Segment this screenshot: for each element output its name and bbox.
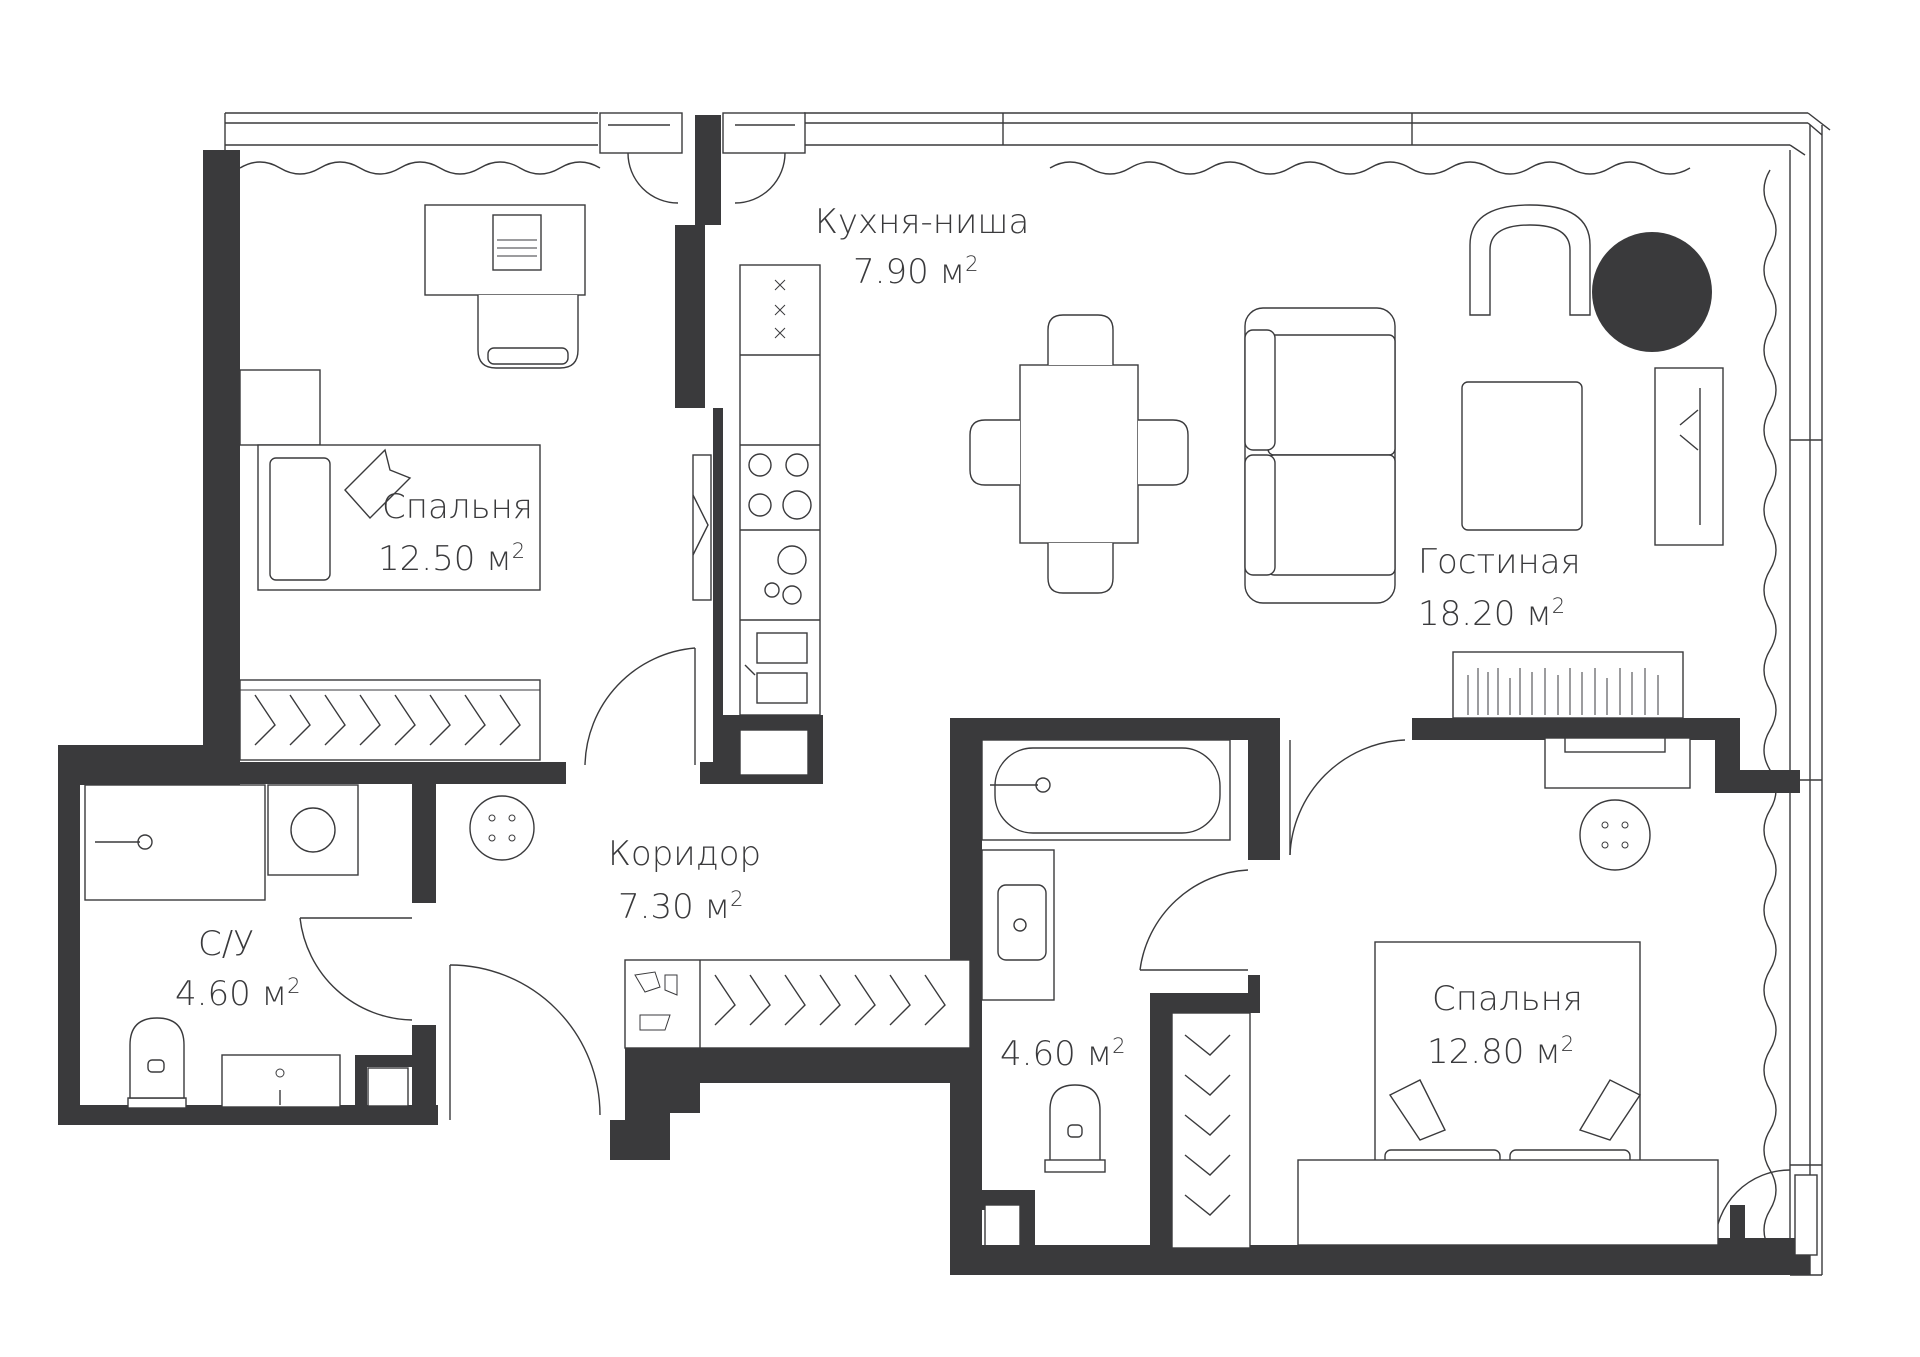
dining-table-icon: [969, 314, 1189, 594]
room-name: Спальня: [382, 487, 533, 527]
bathtub-icon: [981, 739, 1231, 841]
shelf-icon: [239, 369, 321, 446]
curtain-icon: [239, 161, 1777, 1251]
toilet-icon: [127, 1017, 187, 1109]
room-area: 7.30 м: [618, 887, 730, 927]
room-label-corridor: Коридор 7.30 м2: [608, 834, 761, 927]
room-name: Спальня: [1432, 979, 1583, 1019]
svg-text:12.50 м2: 12.50 м2: [378, 539, 525, 579]
stove-icon: [748, 453, 812, 520]
room-label-bedroom2: Спальня 12.80 м2: [1427, 979, 1583, 1072]
round-plant-icon: [1592, 232, 1712, 352]
room-area: 18.20 м: [1418, 594, 1552, 634]
room-name: Кухня-ниша: [815, 202, 1029, 242]
room-area: 7.90 м: [853, 252, 965, 292]
window-icon: [224, 112, 1831, 1276]
svg-text:4.60 м2: 4.60 м2: [1000, 1034, 1126, 1074]
shower-icon: [84, 784, 266, 901]
room-name: С/У: [198, 924, 254, 964]
wardrobe-icon: [1171, 1012, 1251, 1249]
wardrobe-icon: [239, 679, 541, 761]
sofa-icon: [1244, 307, 1396, 604]
room-label-bedroom1: Спальня 12.50 м2: [378, 487, 533, 579]
room-area: 4.60 м: [175, 974, 287, 1014]
desk-icon: [424, 204, 586, 296]
area-unit-sup: 2: [1112, 1034, 1125, 1058]
washing-machine-icon: [267, 784, 359, 876]
round-plant-icon: [469, 795, 535, 861]
desk-icon: [1544, 737, 1691, 789]
balcony-door: [1794, 1174, 1818, 1256]
area-unit-sup: 2: [1561, 1032, 1574, 1056]
door-swing-icon: [599, 112, 806, 204]
room-label-wc1: С/У 4.60 м2: [175, 924, 301, 1014]
sink-icon: [744, 545, 808, 704]
area-unit-sup: 2: [1552, 594, 1565, 618]
wardrobe-icon: [624, 959, 971, 1049]
bookshelf-icon: [1452, 651, 1684, 719]
room-area: 12.80 м: [1427, 1032, 1561, 1072]
room-label-kitchen: Кухня-ниша 7.90 м2: [815, 202, 1029, 292]
svg-text:12.80 м2: 12.80 м2: [1427, 1032, 1574, 1072]
round-plant-icon: [1579, 799, 1651, 871]
armchair-icon: [1469, 204, 1591, 316]
bed-icon: [257, 444, 541, 591]
area-unit-sup: 2: [965, 252, 978, 276]
tv-stand-icon: [1654, 367, 1724, 546]
coffee-table-icon: [1461, 381, 1583, 531]
svg-text:7.30 м2: 7.30 м2: [618, 887, 744, 927]
area-unit-sup: 2: [730, 887, 743, 911]
area-unit-sup: 2: [287, 974, 300, 998]
svg-text:7.90 м2: 7.90 м2: [853, 252, 979, 292]
toilet-icon: [1044, 1084, 1106, 1173]
room-name: Гостиная: [1418, 542, 1581, 582]
room-label-living: Гостиная 18.20 м2: [1418, 542, 1581, 634]
chair-icon: [477, 295, 579, 369]
sink-icon: [981, 849, 1055, 1001]
area-unit-sup: 2: [512, 539, 525, 563]
svg-text:4.60 м2: 4.60 м2: [175, 974, 301, 1014]
door-swing-icon: [299, 647, 1791, 1246]
sink-icon: [221, 1054, 341, 1108]
room-area: 12.50 м: [378, 539, 512, 579]
room-label-wc2: 4.60 м2: [1000, 1034, 1126, 1074]
room-name: Коридор: [608, 834, 761, 874]
svg-text:18.20 м2: 18.20 м2: [1418, 594, 1565, 634]
door-niche: [692, 454, 712, 601]
room-area: 4.60 м: [1000, 1034, 1112, 1074]
bed-icon: [1297, 941, 1719, 1246]
